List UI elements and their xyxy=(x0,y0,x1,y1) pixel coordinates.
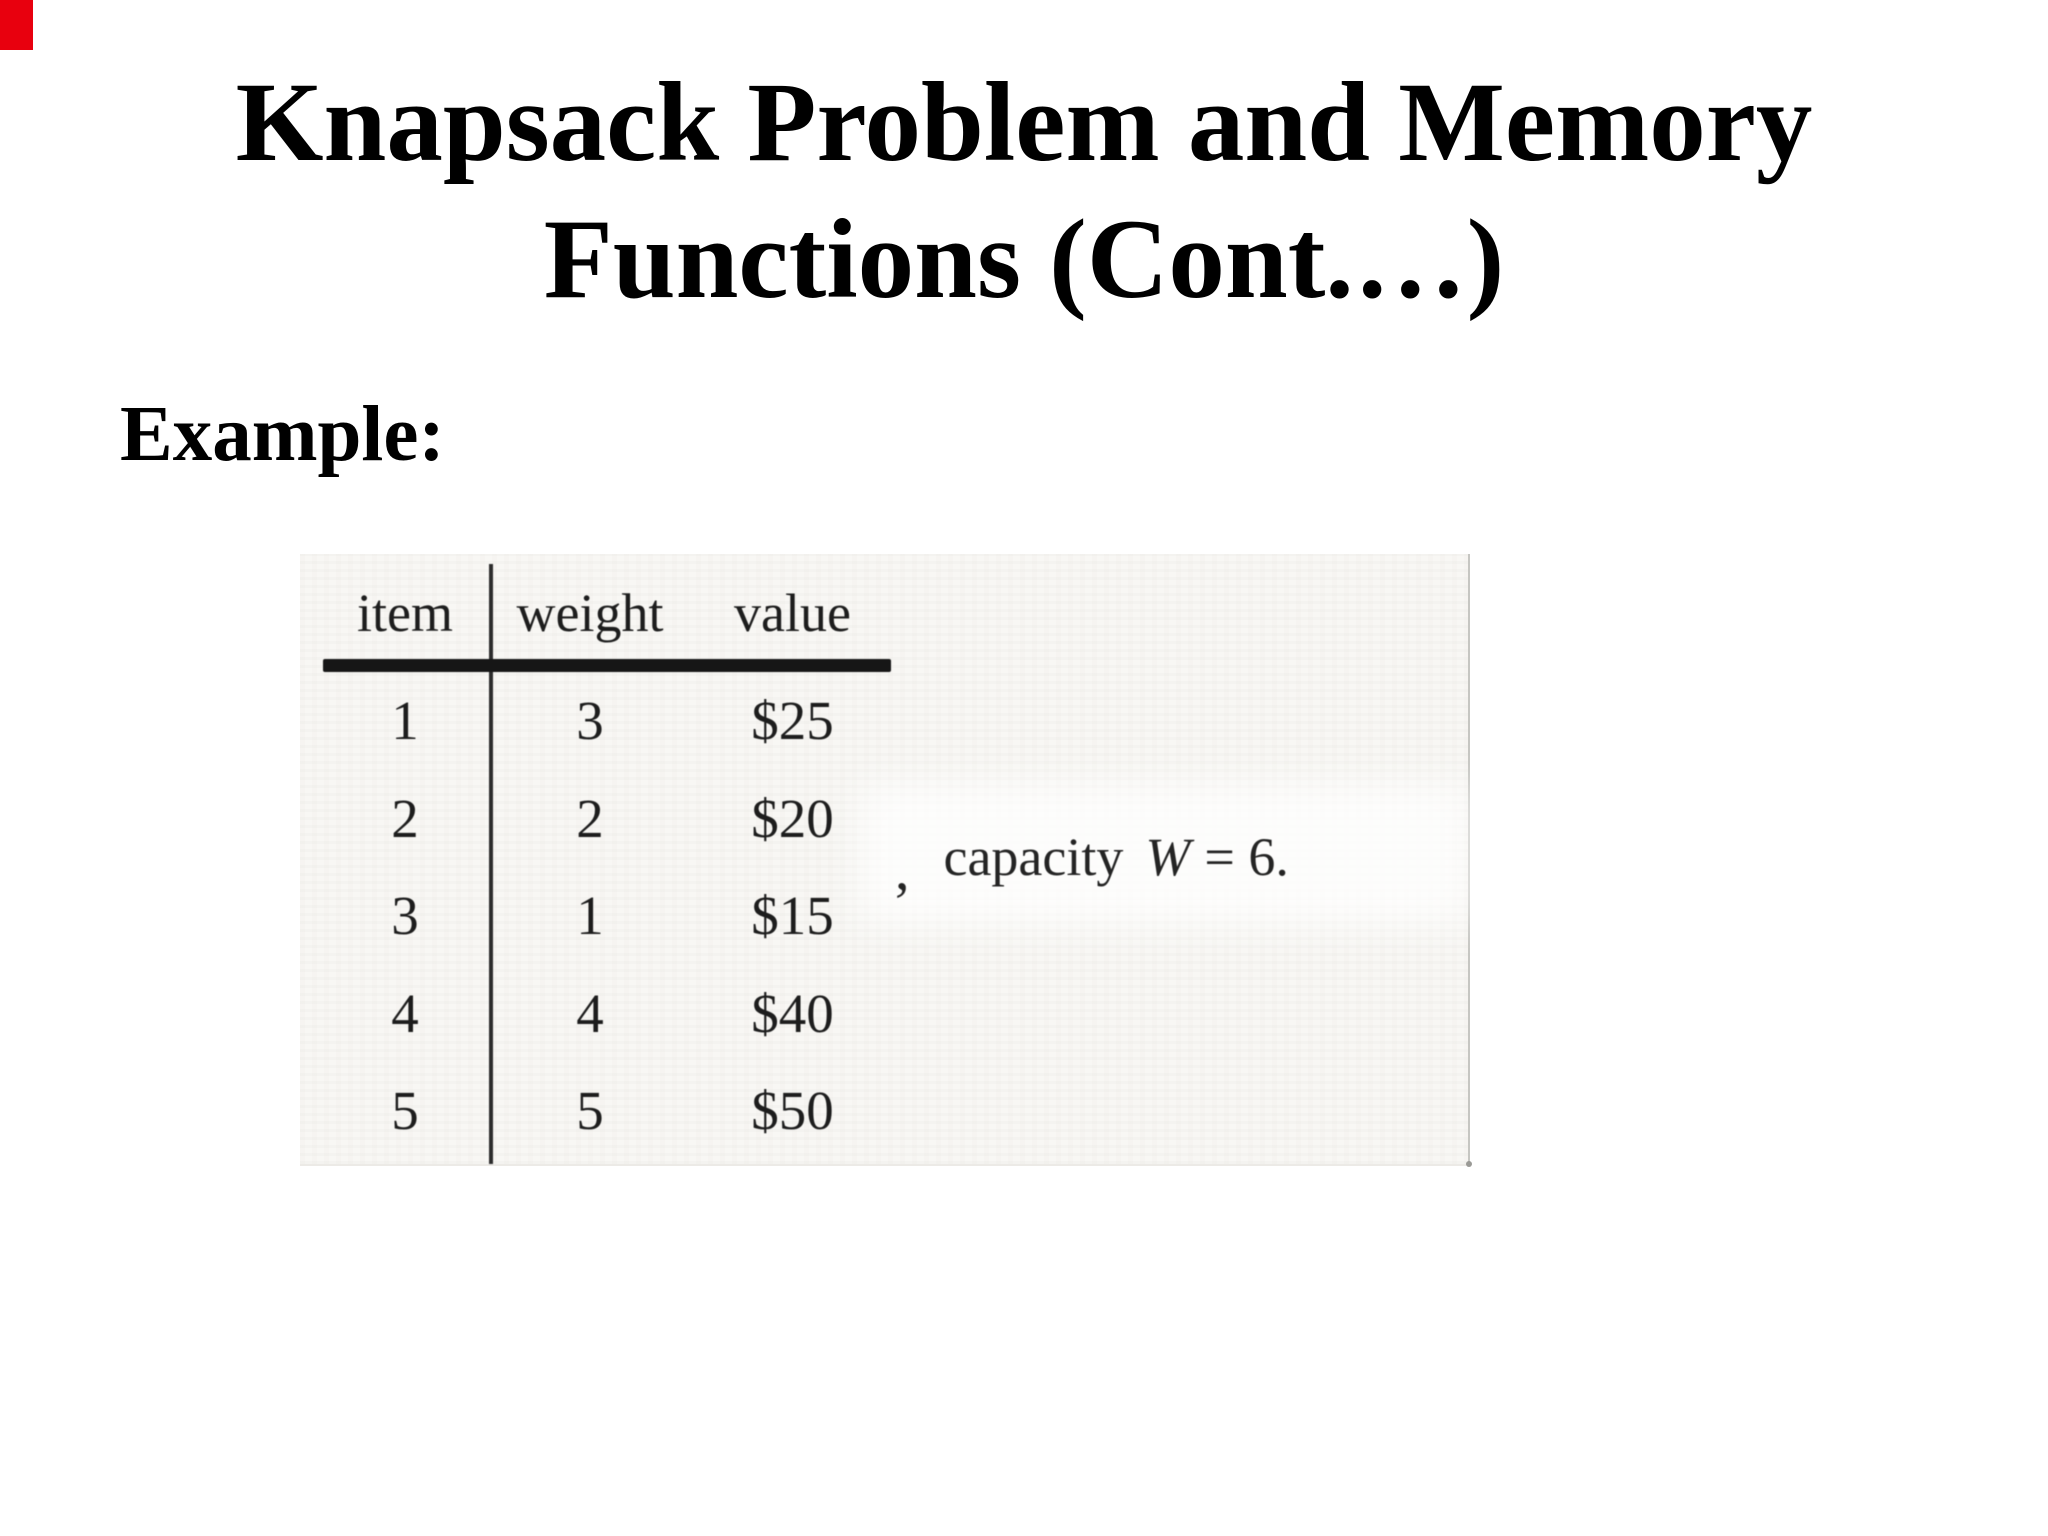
cell-weight: 5 xyxy=(576,1080,604,1142)
table-row: 2 2 $20 xyxy=(320,770,895,868)
knapsack-table: item weight value 1 3 $25 2 2 $20 3 xyxy=(320,566,895,1160)
red-corner-artifact xyxy=(0,0,33,50)
table-vertical-rule xyxy=(489,564,493,1164)
cell-item: 1 xyxy=(391,690,419,752)
scanned-table-figure: item weight value 1 3 $25 2 2 $20 3 xyxy=(300,554,1472,1167)
cell-weight: 3 xyxy=(576,690,604,752)
cell-value: $20 xyxy=(751,787,834,849)
note-label: capacity xyxy=(943,827,1124,887)
scan-light-patch xyxy=(860,784,1470,924)
table-row: 1 3 $25 xyxy=(320,672,895,770)
header-item: item xyxy=(357,582,453,643)
table-header-row: item weight value xyxy=(320,566,895,659)
cell-weight: 4 xyxy=(576,982,604,1044)
cell-value: $15 xyxy=(751,885,834,947)
cell-item: 5 xyxy=(391,1080,419,1142)
header-weight: weight xyxy=(516,582,664,643)
table-row: 4 4 $40 xyxy=(320,965,895,1063)
cell-value: $25 xyxy=(751,690,834,752)
scan-content: item weight value 1 3 $25 2 2 $20 3 xyxy=(300,554,1470,1164)
table-header-rule xyxy=(323,659,891,672)
table-row: 3 1 $15 xyxy=(320,867,895,965)
cell-weight: 2 xyxy=(576,787,604,849)
note-equation: = 6. xyxy=(1204,827,1289,887)
table-row: 5 5 $50 xyxy=(320,1062,895,1160)
cell-item: 3 xyxy=(391,885,419,947)
cell-item: 2 xyxy=(391,787,419,849)
scan-edge-dot xyxy=(1466,1161,1472,1167)
note-variable: W xyxy=(1145,827,1191,887)
cell-value: $40 xyxy=(751,982,834,1044)
note-comma: , xyxy=(895,837,910,902)
cell-weight: 1 xyxy=(576,885,604,947)
title-line-1: Knapsack Problem and Memory xyxy=(235,60,1813,185)
cell-item: 4 xyxy=(391,982,419,1044)
slide-title: Knapsack Problem and Memory Functions (C… xyxy=(0,55,2048,328)
capacity-note: , capacity W = 6. xyxy=(895,822,1289,902)
cell-value: $50 xyxy=(751,1080,834,1142)
example-label: Example: xyxy=(120,391,445,478)
header-value: value xyxy=(734,582,851,643)
title-line-2: Functions (Cont.…) xyxy=(543,196,1505,322)
